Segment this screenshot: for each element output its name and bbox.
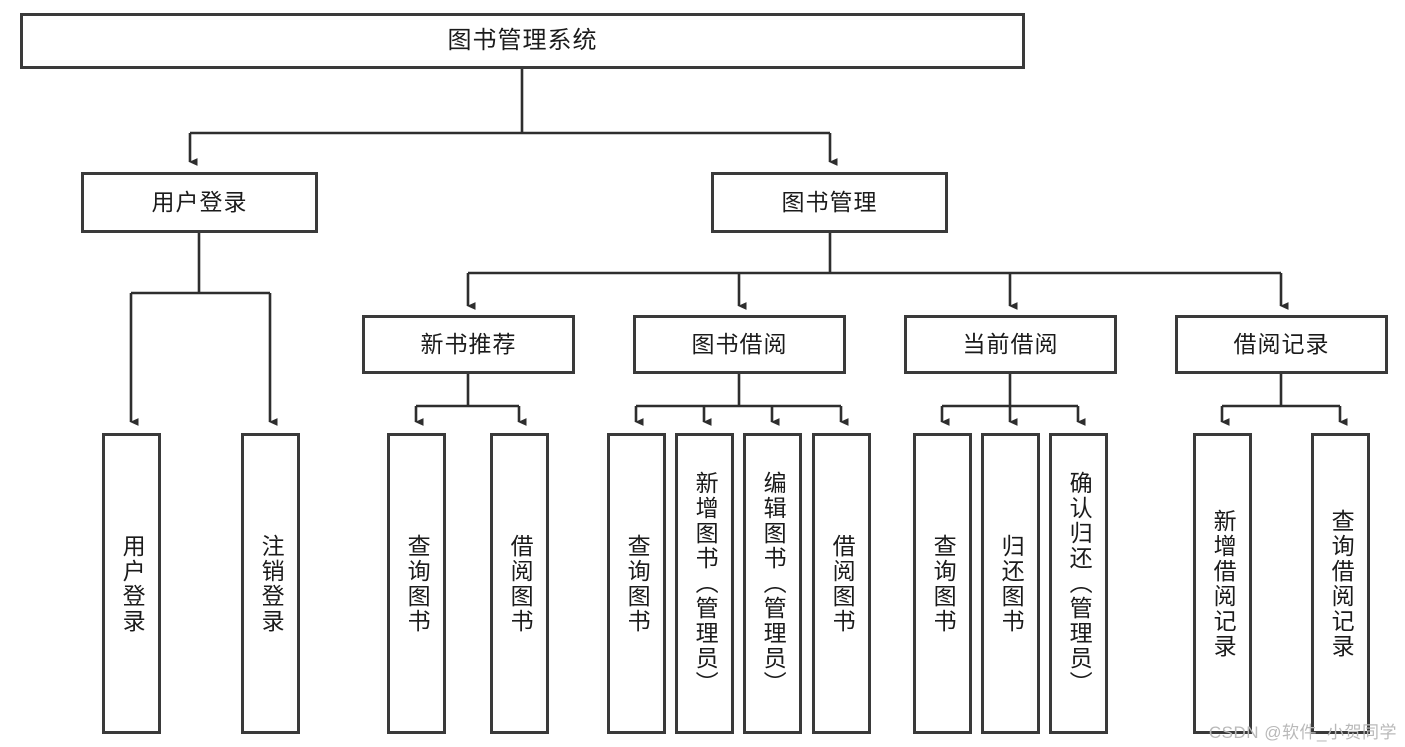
leaf-current-confirm-return-admin[interactable]: 确认归还（管理员） — [1049, 433, 1108, 734]
node-root-system[interactable]: 图书管理系统 — [20, 13, 1025, 69]
leaf-user-login-login[interactable]: 用户登录 — [102, 433, 161, 734]
node-label: 借阅记录 — [1233, 330, 1330, 357]
leaf-record-query-record[interactable]: 查询借阅记录 — [1311, 433, 1370, 734]
node-label: 图书管理系统 — [447, 26, 598, 54]
node-label: 用户登录 — [119, 533, 146, 634]
node-current-borrow[interactable]: 当前借阅 — [904, 315, 1117, 374]
node-label: 用户登录 — [151, 188, 248, 215]
leaf-borrow-query-book[interactable]: 查询图书 — [607, 433, 666, 734]
csdn-watermark: CSDN @软件_小贺同学 — [1208, 723, 1397, 742]
node-label: 查询图书 — [404, 533, 431, 634]
node-label: 编辑图书（管理员） — [760, 471, 787, 696]
node-label: 图书管理 — [781, 188, 878, 215]
leaf-borrow-borrow-book[interactable]: 借阅图书 — [812, 433, 871, 734]
leaf-record-add-record[interactable]: 新增借阅记录 — [1193, 433, 1252, 734]
node-label: 借阅图书 — [507, 533, 534, 634]
node-new-book-recommend[interactable]: 新书推荐 — [362, 315, 575, 374]
node-label: 查询图书 — [624, 533, 651, 634]
leaf-new-book-query[interactable]: 查询图书 — [387, 433, 446, 734]
node-borrow-record[interactable]: 借阅记录 — [1175, 315, 1388, 374]
node-book-borrow[interactable]: 图书借阅 — [633, 315, 846, 374]
node-label: 查询借阅记录 — [1328, 508, 1355, 659]
node-label: 注销登录 — [258, 533, 285, 634]
node-label: 新增图书（管理员） — [692, 471, 719, 696]
node-label: 图书借阅 — [691, 330, 788, 357]
node-user-login[interactable]: 用户登录 — [81, 172, 318, 233]
node-label: 新书推荐 — [420, 330, 517, 357]
leaf-current-query-book[interactable]: 查询图书 — [913, 433, 972, 734]
leaf-borrow-edit-book-admin[interactable]: 编辑图书（管理员） — [743, 433, 802, 734]
leaf-user-login-logout[interactable]: 注销登录 — [241, 433, 300, 734]
node-label: 新增借阅记录 — [1210, 508, 1237, 659]
leaf-borrow-add-book-admin[interactable]: 新增图书（管理员） — [675, 433, 734, 734]
node-label: 当前借阅 — [962, 330, 1059, 357]
leaf-new-book-borrow[interactable]: 借阅图书 — [490, 433, 549, 734]
node-label: 确认归还（管理员） — [1066, 471, 1093, 696]
node-label: 归还图书 — [998, 533, 1025, 634]
node-book-management[interactable]: 图书管理 — [711, 172, 948, 233]
node-label: 借阅图书 — [829, 533, 856, 634]
leaf-current-return-book[interactable]: 归还图书 — [981, 433, 1040, 734]
node-label: 查询图书 — [930, 533, 957, 634]
